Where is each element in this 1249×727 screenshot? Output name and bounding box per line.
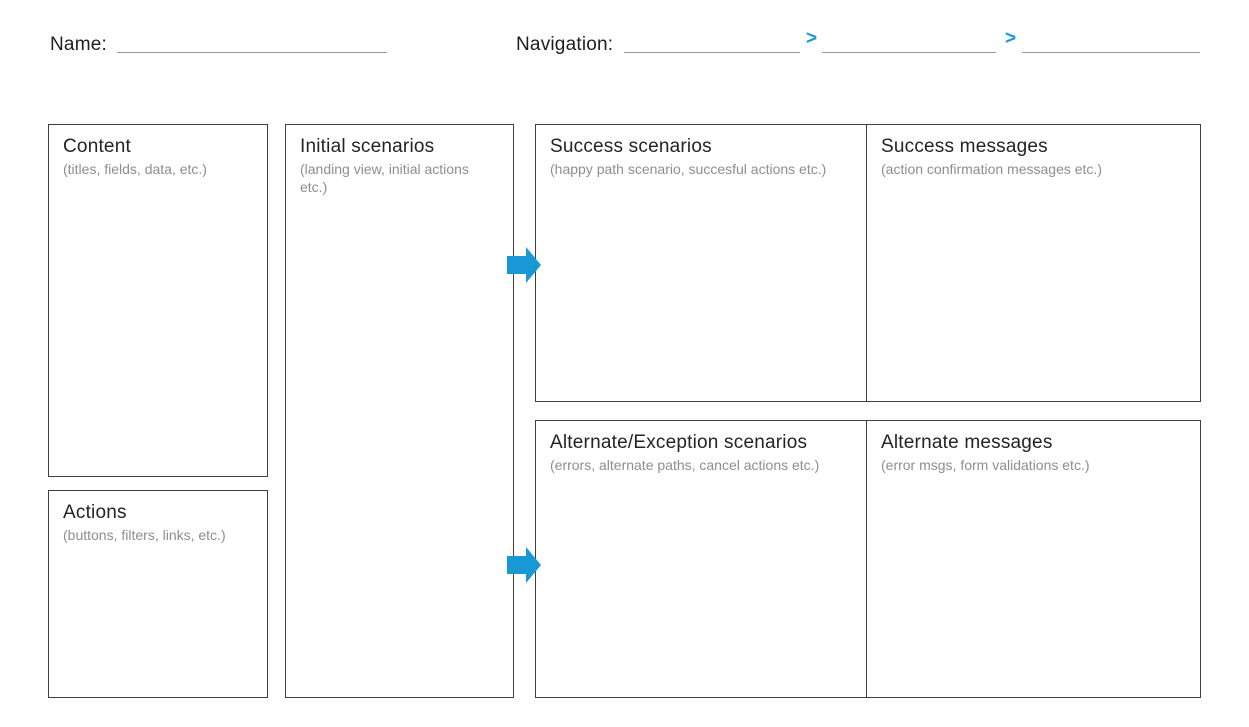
navigation-blank-field-1[interactable] [624, 33, 800, 53]
initial-scenarios-panel-subtitle: (landing view, initial actions etc.) [300, 161, 469, 195]
alternate-panel-group: Alternate/Exception scenarios (errors, a… [535, 420, 1201, 698]
actions-panel-title: Actions [63, 502, 127, 523]
alternate-scenarios-panel-title: Alternate/Exception scenarios [550, 432, 808, 453]
success-messages-panel-title: Success messages [881, 136, 1048, 157]
alternate-messages-panel[interactable]: Alternate messages (error msgs, form val… [867, 421, 1200, 697]
content-panel[interactable]: Content (titles, fields, data, etc.) [48, 124, 268, 477]
success-scenarios-panel-subtitle: (happy path scenario, succesful actions … [550, 161, 827, 177]
content-panel-subtitle: (titles, fields, data, etc.) [63, 161, 207, 177]
alternate-messages-panel-title: Alternate messages [881, 432, 1053, 453]
alternate-scenarios-panel-subtitle: (errors, alternate paths, cancel actions… [550, 457, 820, 473]
actions-panel-subtitle: (buttons, filters, links, etc.) [63, 527, 226, 543]
content-panel-title: Content [63, 136, 131, 157]
actions-panel[interactable]: Actions (buttons, filters, links, etc.) [48, 490, 268, 698]
success-messages-panel[interactable]: Success messages (action confirmation me… [867, 125, 1200, 401]
chevron-right-icon: > [1005, 28, 1017, 49]
success-scenarios-panel-title: Success scenarios [550, 136, 712, 157]
alternate-scenarios-panel[interactable]: Alternate/Exception scenarios (errors, a… [536, 421, 867, 697]
initial-scenarios-panel[interactable]: Initial scenarios (landing view, initial… [285, 124, 514, 698]
success-messages-panel-subtitle: (action confirmation messages etc.) [881, 161, 1102, 177]
arrow-right-icon [507, 547, 541, 583]
arrow-right-icon [507, 247, 541, 283]
success-scenarios-panel[interactable]: Success scenarios (happy path scenario, … [536, 125, 867, 401]
initial-scenarios-panel-title: Initial scenarios [300, 136, 435, 157]
chevron-right-icon: > [806, 28, 818, 49]
navigation-blank-field-3[interactable] [1022, 33, 1200, 53]
navigation-blank-field-2[interactable] [822, 33, 996, 53]
name-label: Name: [50, 34, 107, 55]
navigation-label: Navigation: [516, 34, 614, 55]
name-blank-field[interactable] [117, 33, 387, 53]
success-panel-group: Success scenarios (happy path scenario, … [535, 124, 1201, 402]
alternate-messages-panel-subtitle: (error msgs, form validations etc.) [881, 457, 1090, 473]
